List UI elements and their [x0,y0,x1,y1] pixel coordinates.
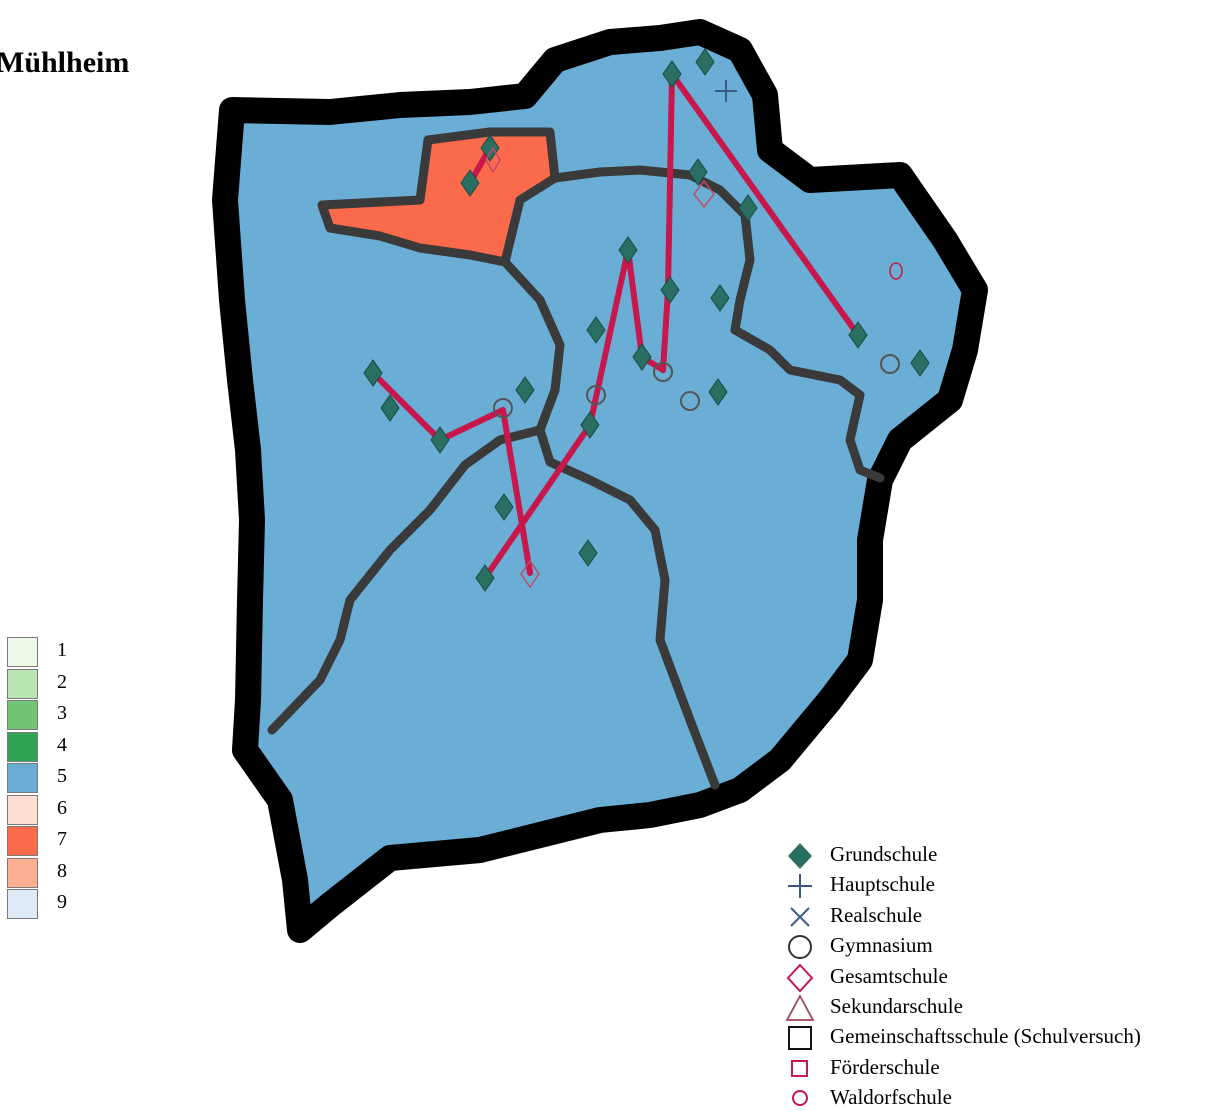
scale-swatch [7,731,38,762]
scale-item: 9 [7,889,97,920]
legend-label: Gymnasium [830,933,933,958]
gymnasium-marker [680,391,700,411]
scale-item: 7 [7,826,97,857]
grundschule-marker [480,134,500,162]
grundschule-marker [580,411,600,439]
grundschule-marker [618,236,638,264]
waldorfschule-marker [889,262,903,280]
grundschule-marker [578,539,598,567]
scale-item: 6 [7,794,97,826]
grundschule-marker [660,276,680,304]
grundschule-marker [688,158,708,186]
diamond-outline-icon [786,963,814,993]
legend-label: Realschule [830,902,923,927]
grundschule-marker [515,376,535,404]
grundschule-marker [363,359,383,387]
grundschule-markers [363,48,930,592]
gymnasium-marker [586,385,606,405]
scale-label: 2 [57,670,67,693]
map-title: Mühlheim [0,46,130,79]
scale-swatch [7,826,38,856]
legend-label: Gemeinschaftsschule (Schulversuch) [830,1024,1141,1049]
legend-item: Gymnasium [782,932,1222,962]
legend-item: Waldorfschule [782,1084,1222,1114]
other-school-markers [485,80,903,589]
scale-swatch [7,857,38,888]
scale-label: 8 [57,859,67,882]
scale-swatch [7,763,38,793]
scale-item: 2 [7,668,97,700]
triangle-icon [785,994,815,1021]
legend-item: Grundschule [782,841,1222,871]
legend-label: Förderschule [830,1054,940,1079]
grundschule-marker [475,564,495,592]
square-icon [788,1026,812,1051]
scale-label: 5 [57,765,67,787]
cross-icon [790,907,810,927]
legend-item: Realschule [782,902,1222,932]
legend-label: Sekundarschule [830,994,963,1018]
grundschule-marker [738,194,758,222]
scale-label: 7 [57,828,67,850]
grundschule-marker [695,48,715,76]
gymnasium-marker [493,398,513,418]
scale-label: 3 [57,702,67,724]
legend-label: Waldorfschule [830,1085,952,1110]
scale-swatch [7,794,38,825]
gesamtschule-marker [693,179,715,209]
grundschule-marker [662,60,682,88]
scale-swatch [7,637,38,667]
scale-label: 1 [57,639,67,661]
grundschule-marker [460,169,480,197]
grundschule-marker [910,349,930,377]
grundschule-marker [494,493,514,521]
scale-swatch [7,889,38,919]
scale-swatch [7,700,38,730]
scale-item: 3 [7,700,97,731]
scale-item: 5 [7,763,97,794]
grundschule-marker [708,378,728,406]
scale-label: 6 [57,796,67,819]
scale-label: 4 [57,733,67,756]
grundschule-marker [430,426,450,454]
plus-icon [788,874,812,899]
hauptschule-marker [715,80,737,102]
circle-icon [788,935,812,960]
grundschule-marker [710,284,730,312]
scale-swatch [7,668,38,699]
legend-item: Gemeinschaftsschule (Schulversuch) [782,1023,1222,1053]
gesamtschule-marker [485,146,501,174]
scale-label: 9 [57,891,67,913]
legend-item: Gesamtschule [782,963,1222,993]
legend-item: Hauptschule [782,871,1222,901]
gymnasium-marker [880,354,900,374]
legend-item: Sekundarschule [782,993,1222,1023]
legend-item: Förderschule [782,1054,1222,1084]
legend-label: Gesamtschule [830,963,948,988]
scale-item: 1 [7,637,97,668]
legend-label: Hauptschule [830,872,935,897]
scale-item: 4 [7,731,97,763]
small-square-icon [791,1059,808,1077]
diamond-filled-icon [788,843,812,869]
legend-label: Grundschule [830,842,938,866]
small-circle-icon [792,1090,808,1107]
scale-item: 8 [7,857,97,889]
internal-boundaries [267,165,885,790]
grundschule-marker [380,394,400,422]
grundschule-marker [586,316,606,344]
grundschule-marker [632,343,652,371]
gesamtschule-marker [520,559,540,589]
grundschule-marker [848,321,868,349]
gymnasium-marker [653,362,673,382]
